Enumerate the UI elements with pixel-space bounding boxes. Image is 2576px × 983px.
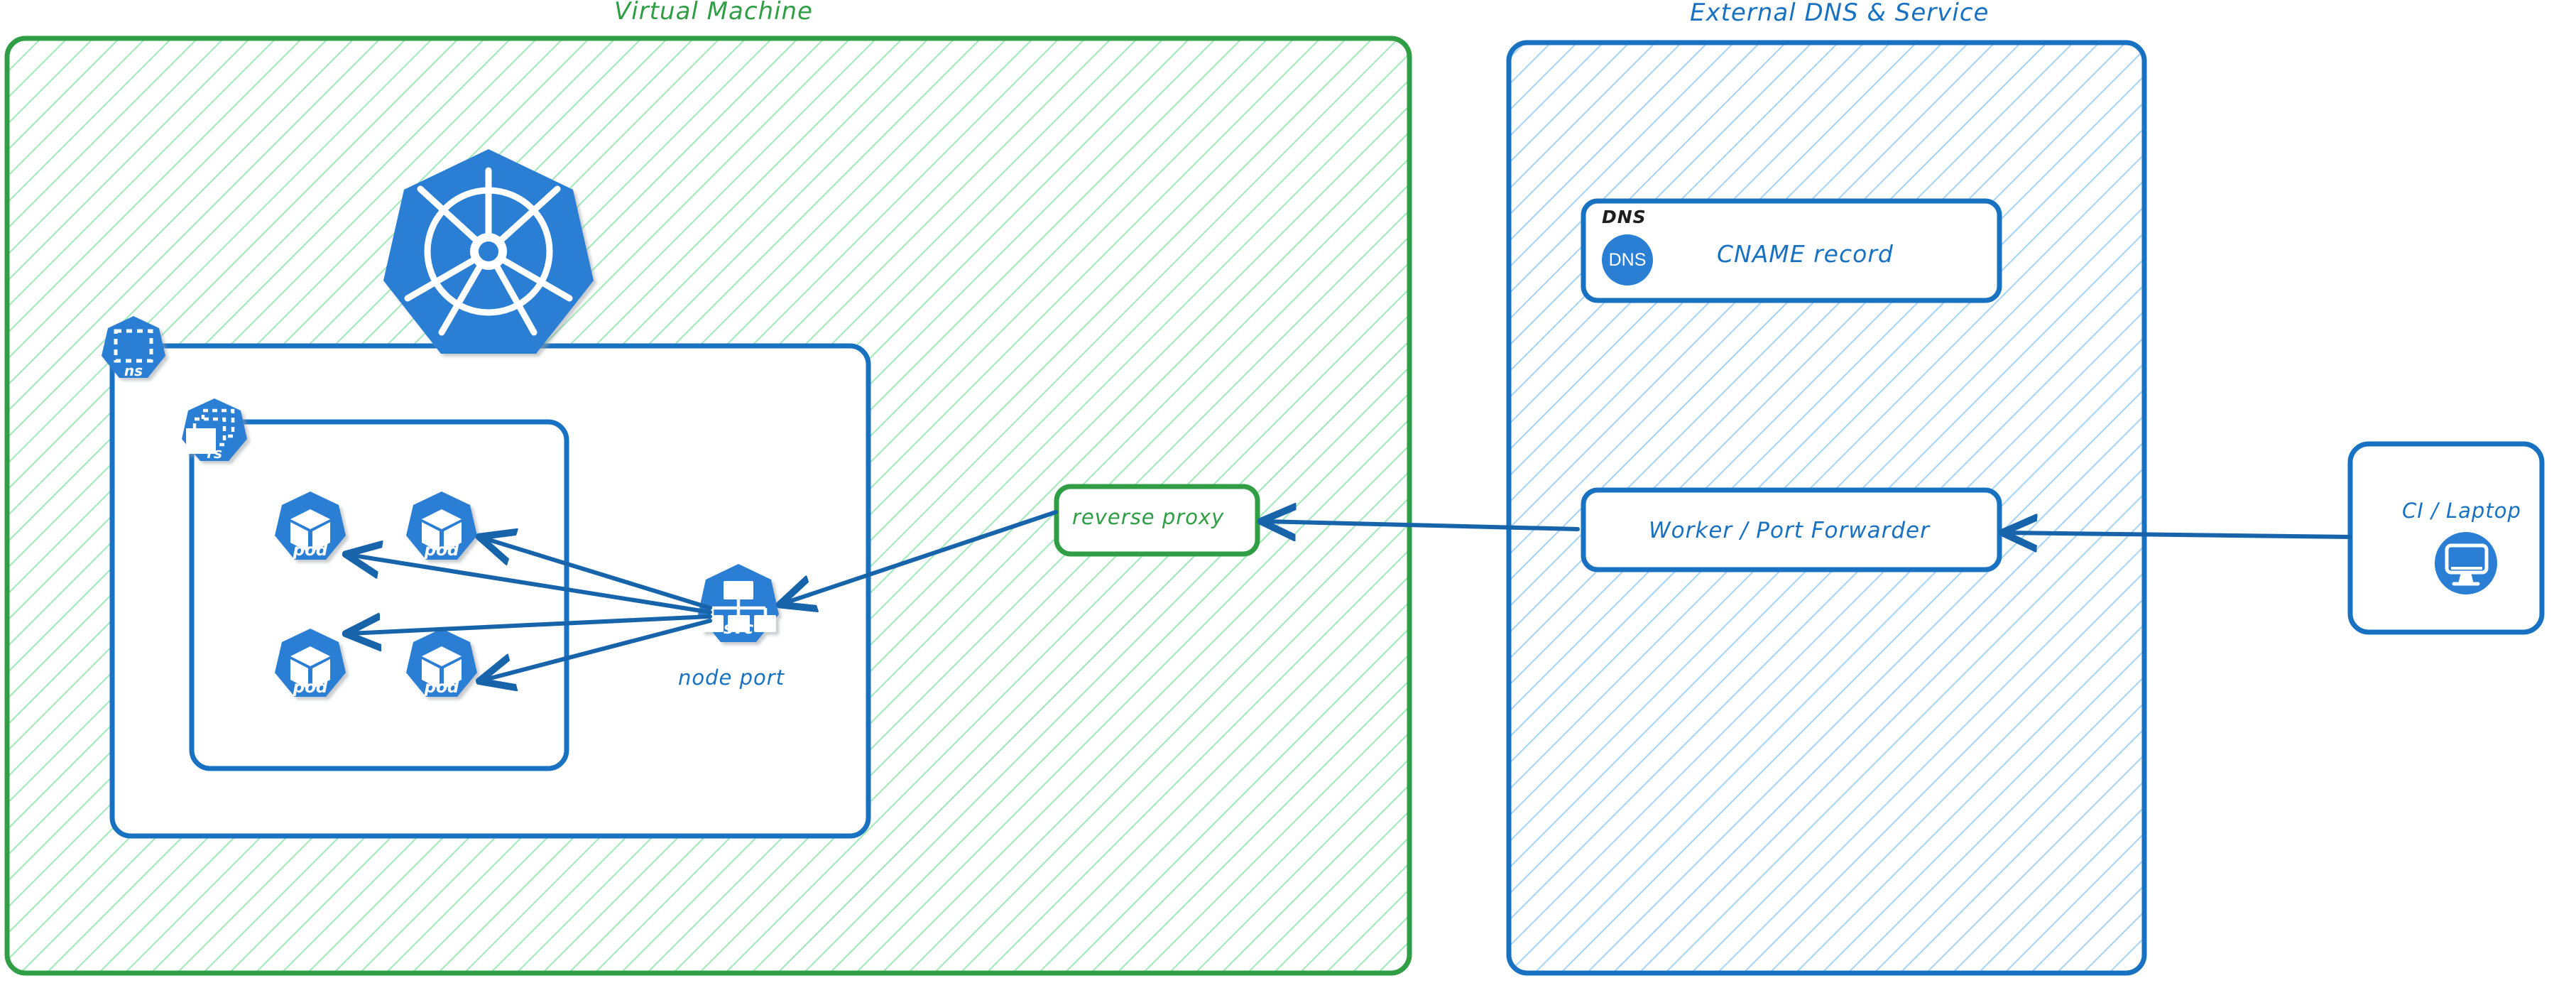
kubernetes-wheel-icon (383, 149, 594, 354)
replicaset-box (189, 419, 569, 771)
namespace-badge (102, 316, 165, 378)
pod-node-4 (406, 629, 477, 697)
worker-label: Worker / Port Forwarder (1649, 518, 1930, 543)
arrow-svc-to-pod-4 (482, 619, 712, 680)
group-title-virtual-machine: Virtual Machine (614, 0, 813, 26)
pod-node-3 (275, 629, 346, 697)
pod-label-1: pod (293, 541, 328, 560)
cname-record-label: CNAME record (1717, 240, 1894, 268)
replicaset-badge-label: rs (207, 445, 222, 462)
pod-node-1 (275, 492, 346, 560)
client-box[interactable] (2347, 441, 2545, 635)
pod-label-3: pod (293, 678, 328, 697)
desktop-monitor-icon (2435, 532, 2497, 594)
namespace-badge-label: ns (124, 362, 143, 379)
dns-group-label: DNS (1602, 207, 1647, 227)
pod-node-2 (406, 492, 477, 560)
arrow-svc-to-pod-3 (349, 617, 712, 634)
client-label: CI / Laptop (2402, 499, 2521, 523)
pod-label-2: pod (424, 541, 459, 560)
pod-label-4: pod (424, 678, 459, 697)
dns-circle-icon-label: DNS (1608, 250, 1647, 270)
arrow-svc-to-pod-1 (349, 555, 712, 614)
arrow-svc-to-pod-2 (482, 538, 712, 610)
arrow-worker-to-reverse-proxy (1264, 521, 1580, 529)
service-label: svc (723, 619, 754, 638)
arrow-reverse-proxy-to-svc (782, 510, 1058, 604)
replicaset-badge (182, 398, 247, 461)
service-node (698, 564, 779, 642)
arrow-client-to-worker (2005, 533, 2352, 537)
reverse-proxy-label: reverse proxy (1072, 505, 1225, 529)
node-port-caption: node port (678, 666, 785, 690)
group-title-external-dns-service: External DNS & Service (1690, 0, 1990, 27)
dns-record-box[interactable] (1581, 198, 2002, 303)
